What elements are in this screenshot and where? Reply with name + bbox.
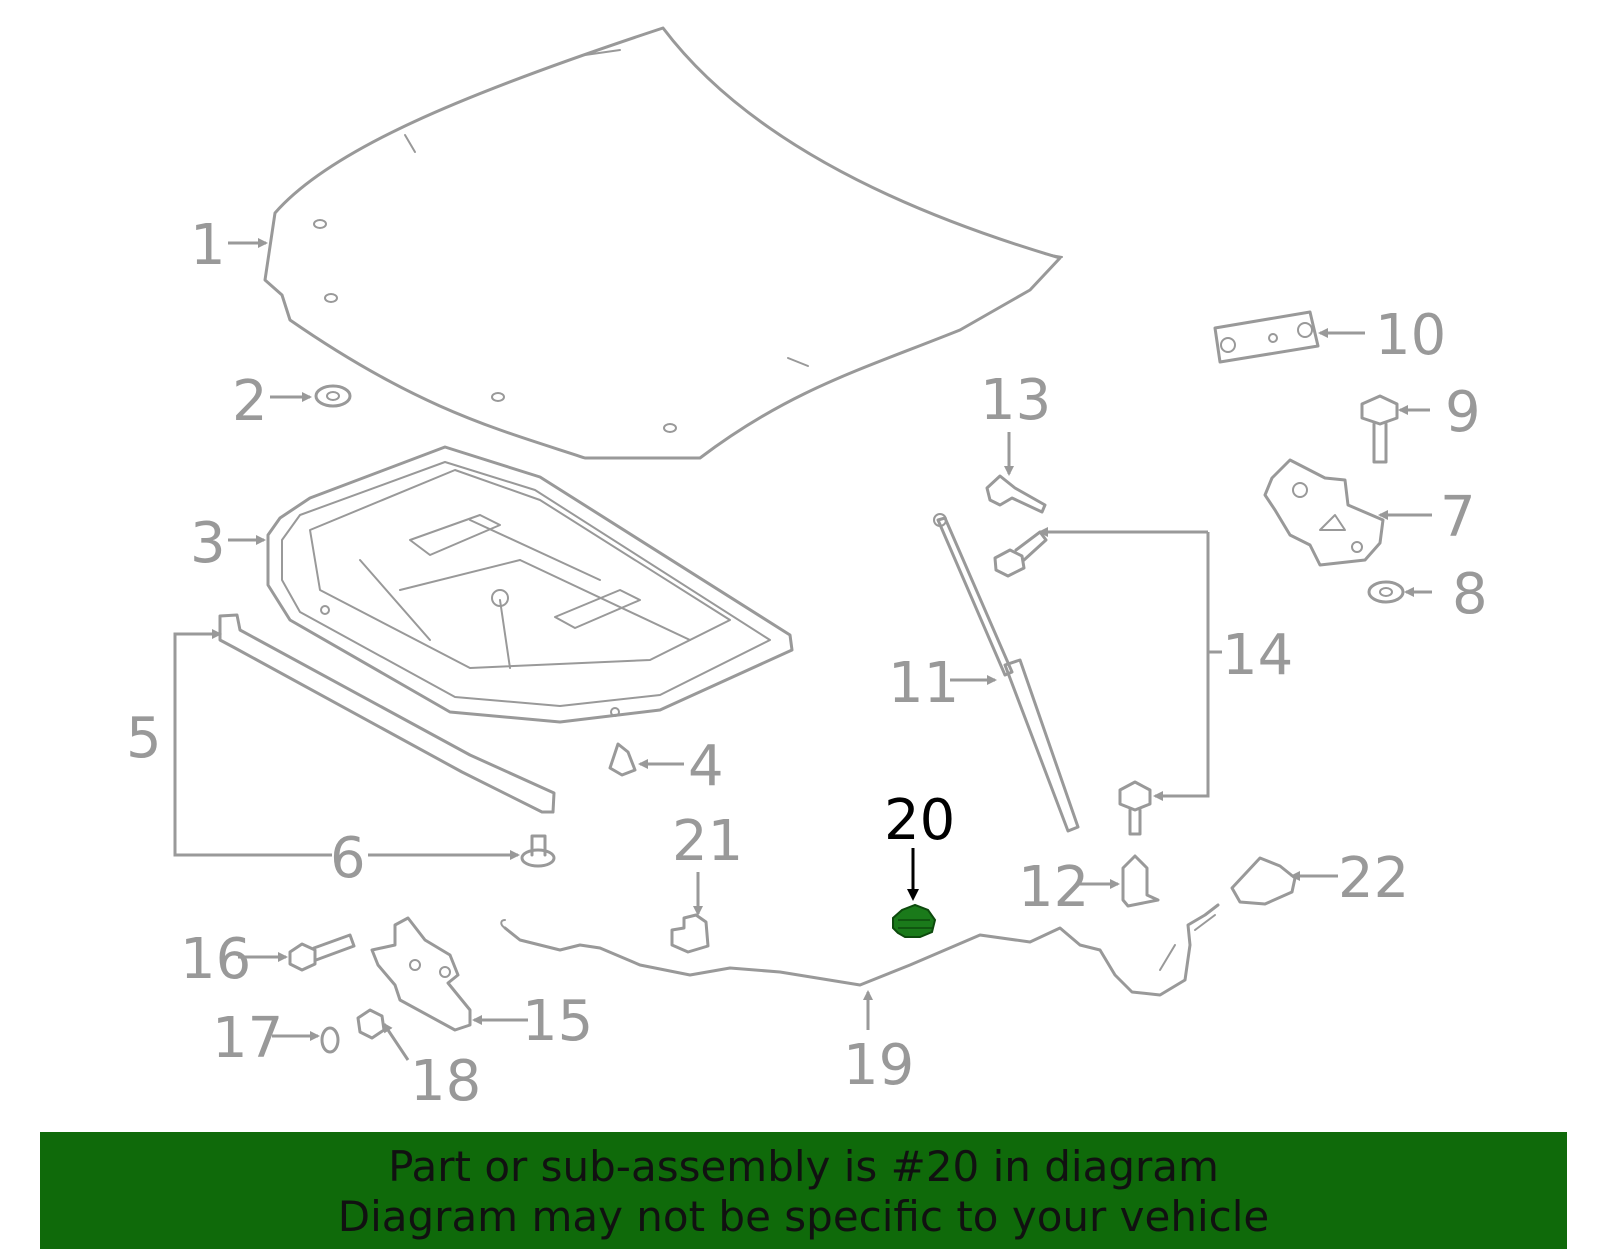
callout-labels: 1 2 3 4 5 6 7 8 9 10 11 12 13 14 15 16 1… xyxy=(126,213,1488,1114)
release-lever-part xyxy=(1230,856,1297,906)
callout-13: 13 xyxy=(980,368,1051,433)
hood-panel-part xyxy=(263,26,1063,460)
striker-part-13 xyxy=(985,474,1047,514)
callout-2: 2 xyxy=(232,369,268,434)
banner-line-1: Part or sub-assembly is #20 in diagram xyxy=(388,1142,1219,1191)
bolt-part-16 xyxy=(288,933,356,972)
hood-inner-frame-part xyxy=(266,445,794,724)
bolt-part-14 xyxy=(993,530,1152,836)
info-banner: Part or sub-assembly is #20 in diagram D… xyxy=(40,1132,1567,1249)
clip-part-21 xyxy=(670,913,710,954)
leader-lines xyxy=(173,238,1432,1061)
callout-17: 17 xyxy=(212,1006,283,1071)
callout-7: 7 xyxy=(1440,485,1476,550)
callout-18: 18 xyxy=(410,1049,481,1114)
callout-3: 3 xyxy=(190,511,226,576)
callout-4: 4 xyxy=(688,734,724,799)
hood-latch-part xyxy=(370,916,472,1032)
callout-19: 19 xyxy=(843,1033,914,1098)
ring-part-17 xyxy=(320,1026,340,1054)
bracket-part-10 xyxy=(1213,310,1320,364)
hood-support-rod-part xyxy=(933,513,1080,833)
callout-22: 22 xyxy=(1338,846,1409,911)
callout-5: 5 xyxy=(126,706,162,771)
callout-12: 12 xyxy=(1018,855,1089,920)
callout-11: 11 xyxy=(888,651,959,716)
callout-9: 9 xyxy=(1445,380,1481,445)
washer-part-2 xyxy=(314,384,352,408)
highlighted-part-20 xyxy=(892,903,937,938)
callout-10: 10 xyxy=(1375,303,1446,368)
callout-15: 15 xyxy=(522,989,593,1054)
callout-8: 8 xyxy=(1452,562,1488,627)
nut-part-18 xyxy=(356,1008,386,1040)
release-cable-part xyxy=(500,903,1220,997)
hood-hinge-part xyxy=(1263,458,1385,567)
hood-seal-part xyxy=(218,613,556,814)
callout-16: 16 xyxy=(180,927,251,992)
callout-14: 14 xyxy=(1222,623,1293,688)
callout-1: 1 xyxy=(190,213,226,278)
banner-line-2: Diagram may not be specific to your vehi… xyxy=(337,1192,1270,1241)
clip-part-4 xyxy=(608,742,637,777)
washer-part-8 xyxy=(1367,580,1405,604)
clip-part-6 xyxy=(520,834,556,868)
callout-6: 6 xyxy=(330,826,366,891)
callout-21: 21 xyxy=(672,809,743,874)
bolt-part-9 xyxy=(1360,394,1399,464)
callout-20-highlighted: 20 xyxy=(884,788,955,853)
bracket-part-12 xyxy=(1121,854,1160,908)
